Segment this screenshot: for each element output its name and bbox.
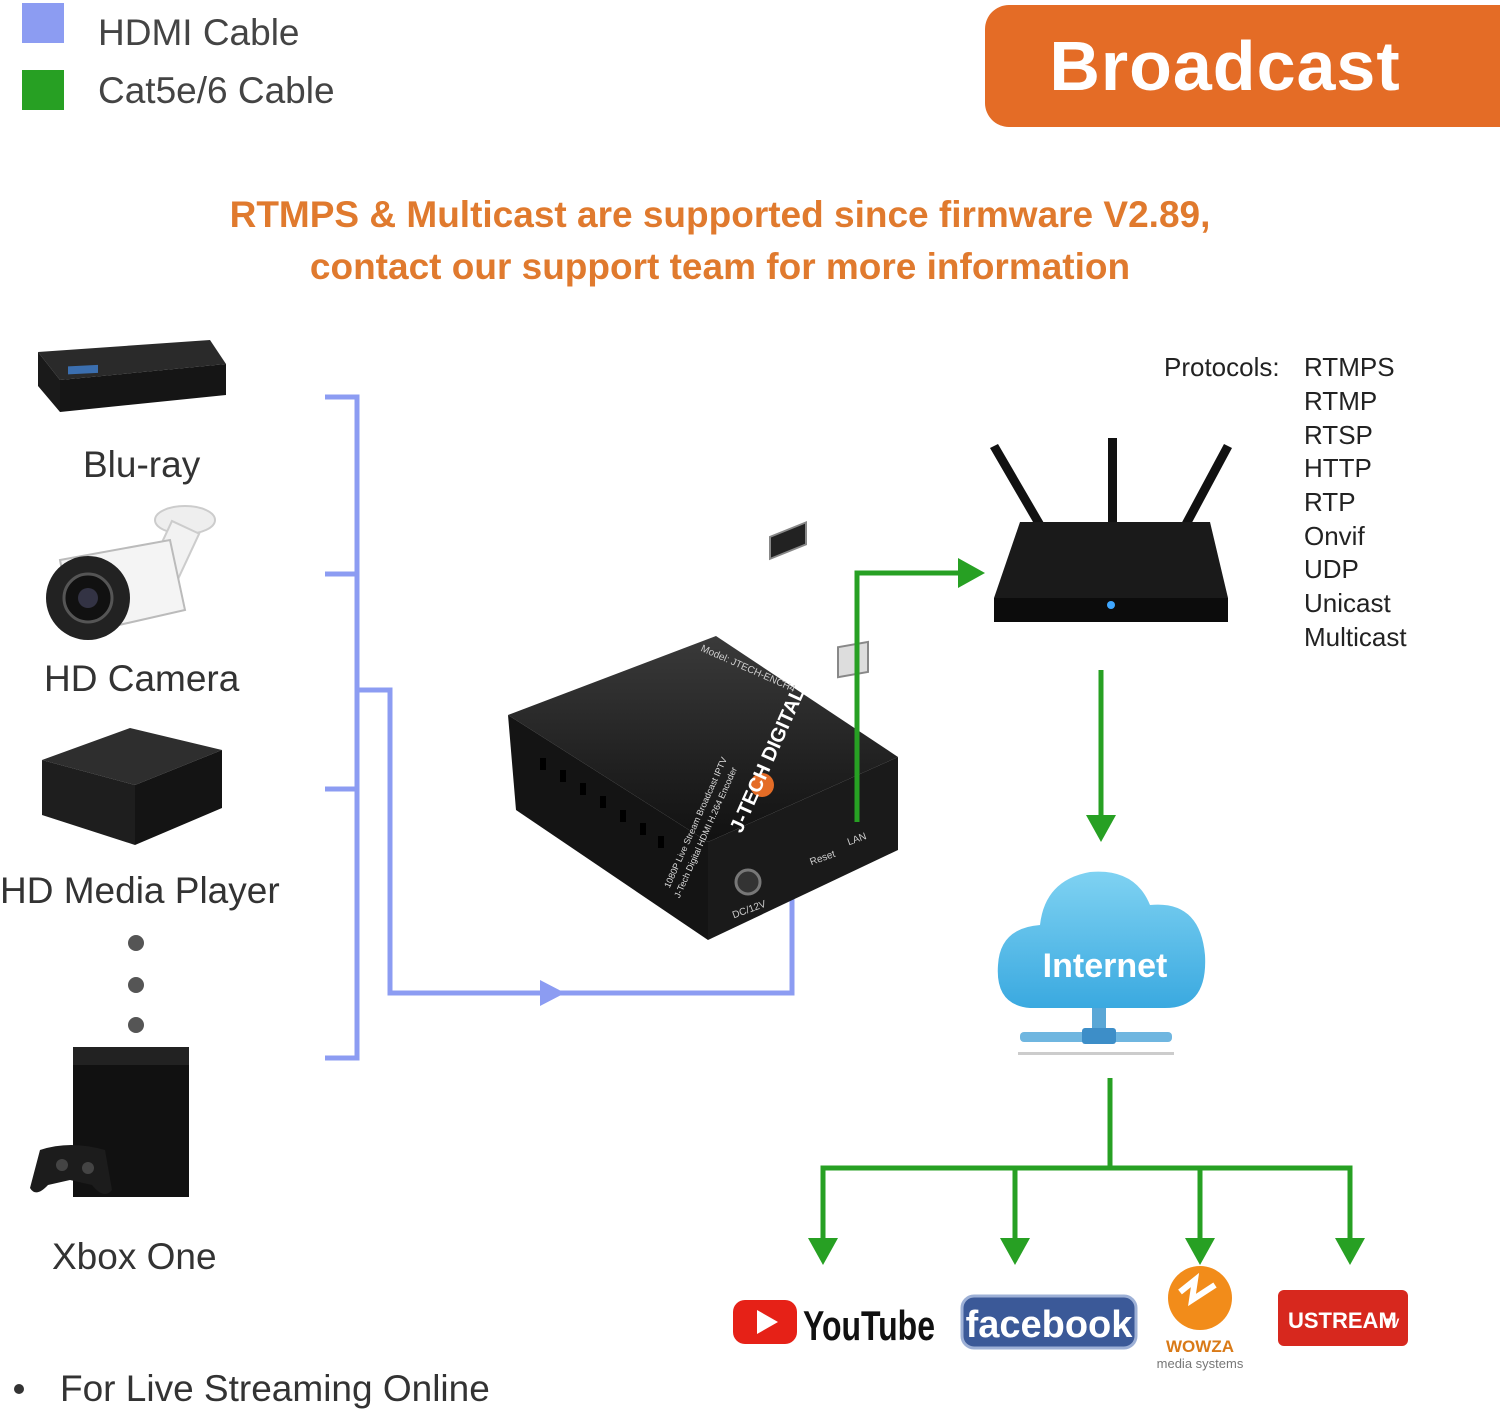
cat-arrows <box>808 558 1365 1265</box>
protocol-item: RTMP <box>1304 386 1378 416</box>
internet-label: Internet <box>1043 947 1168 985</box>
protocol-item: RTMPS <box>1304 352 1395 382</box>
protocols-heading: Protocols: <box>1164 352 1280 382</box>
source-label-bluray: Blu-ray <box>83 444 201 485</box>
hdmi-legend-swatch <box>22 3 64 43</box>
source-label-media-player: HD Media Player <box>0 870 280 911</box>
wowza-logo <box>1168 1266 1232 1330</box>
xbox-console-icon <box>30 1047 189 1197</box>
bluray-player-icon <box>38 340 226 412</box>
firmware-notice-line1: RTMPS & Multicast are supported since fi… <box>229 194 1211 235</box>
hdmi-legend-label: HDMI Cable <box>98 12 300 53</box>
protocol-item: Onvif <box>1304 521 1365 551</box>
protocol-item: UDP <box>1304 554 1359 584</box>
firmware-notice-line2: contact our support team for more inform… <box>309 246 1131 287</box>
protocol-item: RTSP <box>1304 420 1373 450</box>
wowza-wordmark: WOWZA <box>1166 1337 1234 1356</box>
youtube-logo <box>733 1300 797 1344</box>
youtube-wordmark: YouTube <box>803 1302 935 1349</box>
facebook-wordmark: facebook <box>966 1304 1134 1346</box>
protocol-item: Unicast <box>1304 588 1391 618</box>
wowza-subtitle: media systems <box>1157 1356 1244 1371</box>
hdmi-arrow-mid <box>540 980 565 1006</box>
protocol-item: RTP <box>1304 487 1356 517</box>
ustream-logo <box>1278 1290 1408 1346</box>
source-label-xbox: Xbox One <box>52 1236 217 1277</box>
camera-icon <box>46 505 216 640</box>
hdmi-cable-lines <box>325 394 795 1061</box>
broadcast-badge-label: Broadcast <box>1049 27 1401 105</box>
ustream-tv: TV <box>1384 1316 1399 1330</box>
more-sources-dots <box>128 935 144 1033</box>
router-icon <box>990 438 1232 622</box>
ustream-wordmark: USTREAM <box>1288 1308 1397 1333</box>
protocol-item: HTTP <box>1304 453 1372 483</box>
facebook-logo <box>960 1294 1138 1350</box>
cat-legend-swatch <box>22 70 64 110</box>
internet-cloud-icon <box>997 871 1206 1055</box>
source-label-camera: HD Camera <box>44 658 240 699</box>
footnote: For Live Streaming Online <box>60 1368 490 1409</box>
cat-legend-label: Cat5e/6 Cable <box>98 70 335 111</box>
encoder-device <box>508 520 898 940</box>
footnote-bullet <box>14 1384 24 1394</box>
broadcast-badge: Broadcast <box>985 5 1500 127</box>
protocol-item: Multicast <box>1304 622 1407 652</box>
media-player-icon <box>42 728 222 845</box>
cat-cable-lines <box>820 570 1353 1240</box>
